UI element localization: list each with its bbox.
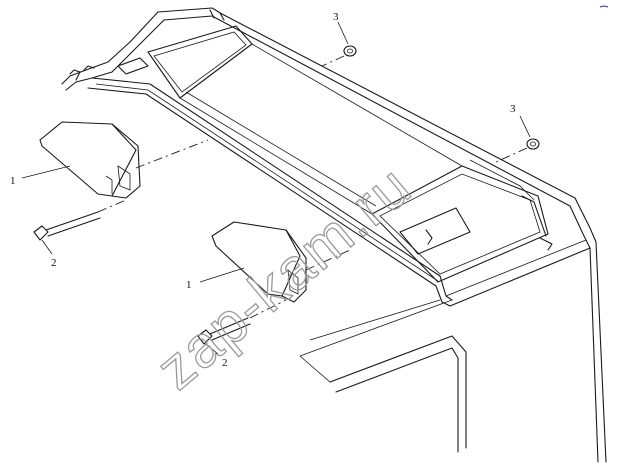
callout-2-lower: 2: [222, 357, 228, 369]
bolt-part-upper: [33, 211, 101, 241]
cover-part-upper: [39, 121, 141, 199]
corner-mark-glyph: [599, 5, 609, 8]
cab-body: [299, 241, 607, 463]
leader-lines: [21, 21, 531, 355]
callout-1-upper: 1: [10, 175, 16, 187]
roof-rail-assembly: [61, 7, 597, 307]
callout-3-upper: 3: [333, 11, 339, 23]
callout-3-lower: 3: [510, 103, 516, 115]
cover-part-lower: [211, 221, 307, 303]
bolt-part-lower: [197, 317, 251, 345]
washer-part-lower: [526, 138, 540, 150]
washer-part-upper: [343, 45, 357, 57]
callout-2-upper: 2: [51, 257, 57, 269]
callout-1-lower: 1: [186, 279, 192, 291]
watermark-text: zap-kam.ru: [145, 153, 424, 402]
center-lines: [97, 55, 528, 319]
